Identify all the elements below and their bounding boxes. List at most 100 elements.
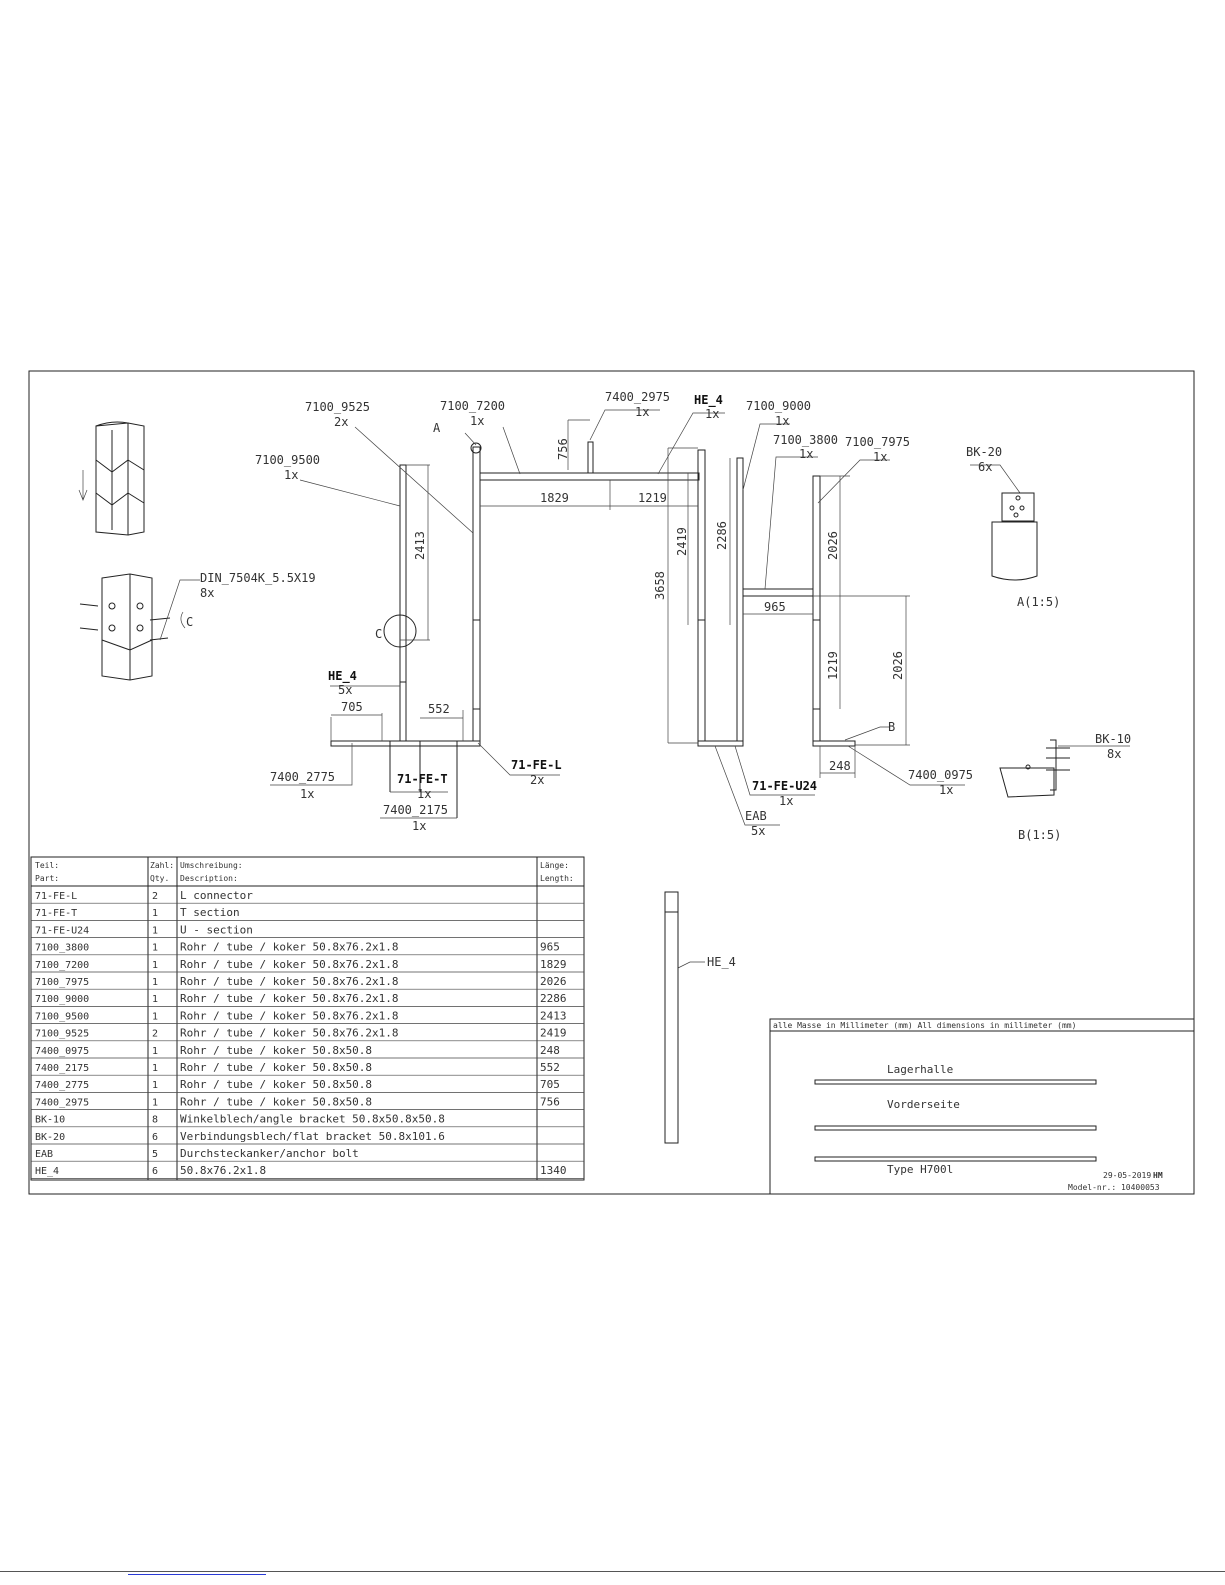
dim-248: 248: [829, 759, 851, 773]
qty-71-fe-l: 2x: [530, 773, 544, 787]
title-line-2: Vorderseite: [887, 1098, 960, 1111]
table-cell-length: 756: [540, 1095, 560, 1108]
label-7400-0975: 7400_0975: [908, 768, 973, 782]
title-line-1: Lagerhalle: [887, 1063, 953, 1076]
connector-detail-bottom: [79, 573, 200, 681]
dim-1219-top: 1219: [638, 491, 667, 505]
dimension-values: 756 1829 1219 2413 3658 2419 2286 2026 9…: [341, 438, 905, 773]
qty-din-screw: 8x: [200, 586, 214, 600]
dim-2026-right: 2026: [891, 651, 905, 680]
table-cell-part: 7400_2775: [35, 1080, 89, 1091]
table-cell-part: 7100_3800: [35, 943, 89, 954]
table-cell-part: 7400_2975: [35, 1097, 89, 1108]
table-cell-desc: Rohr / tube / koker 50.8x50.8: [180, 1078, 372, 1091]
drawing-frame: [28, 370, 1195, 1195]
table-cell-qty: 6: [152, 1166, 158, 1177]
table-cell-qty: 1: [152, 943, 158, 954]
table-cell-qty: 1: [152, 960, 158, 971]
title-note: alle Masse in Millimeter (mm) All dimens…: [773, 1021, 1076, 1030]
table-cell-part: 7100_9000: [35, 994, 89, 1005]
th-part-en: Part:: [35, 874, 59, 883]
table-cell-length: 248: [540, 1044, 560, 1057]
qty-71-fe-u24: 1x: [779, 794, 793, 808]
table-cell-length: 2286: [540, 992, 567, 1005]
table-cell-length: 1340: [540, 1164, 567, 1177]
detail-b-bracket: [999, 739, 1070, 798]
table-cell-desc: Rohr / tube / koker 50.8x76.2x1.8: [180, 975, 399, 988]
qty-7100-9525: 2x: [334, 415, 348, 429]
table-cell-desc: Rohr / tube / koker 50.8x76.2x1.8: [180, 1027, 399, 1040]
title-line-3: Type H700l: [887, 1163, 953, 1176]
label-71-fe-u24: 71-FE-U24: [752, 779, 817, 793]
page-bottom-rule: [0, 1571, 1225, 1572]
table-cell-desc: Verbindungsblech/flat bracket 50.8x101.6: [180, 1130, 445, 1143]
label-71-fe-t: 71-FE-T: [397, 772, 448, 786]
table-cell-length: 705: [540, 1078, 560, 1091]
label-he4-left: HE_4: [328, 669, 357, 684]
th-desc-de: Umschreibung:: [180, 861, 243, 870]
dimension-lines: [330, 419, 910, 778]
table-cell-qty: 1: [152, 1046, 158, 1057]
frame-right: [812, 475, 856, 747]
qty-71-fe-t: 1x: [417, 787, 431, 801]
label-7100-9500: 7100_9500: [255, 453, 320, 467]
table-cell-part: 71-FE-L: [35, 891, 77, 902]
table-cell-qty: 1: [152, 908, 158, 919]
table-cell-length: 552: [540, 1061, 560, 1074]
table-cell-part: 7100_7200: [35, 960, 89, 971]
th-part-de: Teil:: [35, 861, 59, 870]
title-block: alle Masse in Millimeter (mm) All dimens…: [769, 1018, 1195, 1195]
table-cell-length: 2026: [540, 975, 567, 988]
table-cell-qty: 1: [152, 994, 158, 1005]
label-7100-3800: 7100_3800: [773, 433, 838, 447]
label-bk20: BK-20: [966, 445, 1002, 459]
th-len-de: Länge:: [540, 861, 569, 870]
table-cell-desc: Rohr / tube / koker 50.8x50.8: [180, 1044, 372, 1057]
label-din-screw: DIN_7504K_5.5X19: [200, 571, 316, 585]
dim-2413: 2413: [413, 531, 427, 560]
label-7400-2175: 7400_2175: [383, 803, 448, 817]
label-bk10: BK-10: [1095, 732, 1131, 746]
title-model: Model-nr.: 10400053: [1068, 1183, 1160, 1192]
qty-7400-2175: 1x: [412, 819, 426, 833]
table-cell-part: HE_4: [35, 1166, 59, 1177]
dim-2286: 2286: [715, 521, 729, 550]
qty-7100-7200: 1x: [470, 414, 484, 428]
table-cell-desc: U - section: [180, 923, 253, 936]
table-cell-length: 1829: [540, 958, 567, 971]
table-cell-part: 7400_2175: [35, 1063, 89, 1074]
dim-3658: 3658: [653, 571, 667, 600]
table-cell-desc: L connector: [180, 889, 253, 902]
qty-7400-0975: 1x: [939, 783, 953, 797]
table-cell-desc: Rohr / tube / koker 50.8x76.2x1.8: [180, 941, 399, 954]
frame-middle: [697, 449, 814, 747]
table-cell-qty: 2: [152, 891, 158, 902]
qty-he4-left: 5x: [338, 683, 352, 697]
label-7400-2775: 7400_2775: [270, 770, 335, 784]
label-7400-2975: 7400_2975: [605, 390, 670, 404]
title-date: 29-05-2019: [1103, 1171, 1151, 1180]
label-detail-b-ref: B: [888, 720, 895, 734]
he4-side-profile: [664, 891, 679, 1144]
qty-bk10: 8x: [1107, 747, 1121, 761]
dim-756: 756: [556, 438, 570, 460]
th-desc-en: Description:: [180, 874, 238, 883]
label-he4-side: HE_4: [707, 955, 736, 969]
table-cell-part: 7100_9525: [35, 1029, 89, 1040]
label-detail-a-ref: A: [433, 421, 441, 435]
table-cell-qty: 2: [152, 1029, 158, 1040]
table-cell-qty: 1: [152, 1097, 158, 1108]
dim-2026-top: 2026: [826, 531, 840, 560]
qty-7100-9000: 1x: [775, 414, 789, 428]
page-link[interactable]: [128, 1571, 266, 1575]
table-cell-qty: 1: [152, 1063, 158, 1074]
table-cell-part: 7100_9500: [35, 1011, 89, 1022]
table-cell-qty: 6: [152, 1132, 158, 1143]
frame-left-portal: [330, 441, 700, 818]
leader-lines: [270, 409, 1130, 969]
table-cell-desc: 50.8x76.2x1.8: [180, 1164, 266, 1177]
qty-7400-2975: 1x: [635, 405, 649, 419]
table-cell-desc: T section: [180, 906, 240, 919]
